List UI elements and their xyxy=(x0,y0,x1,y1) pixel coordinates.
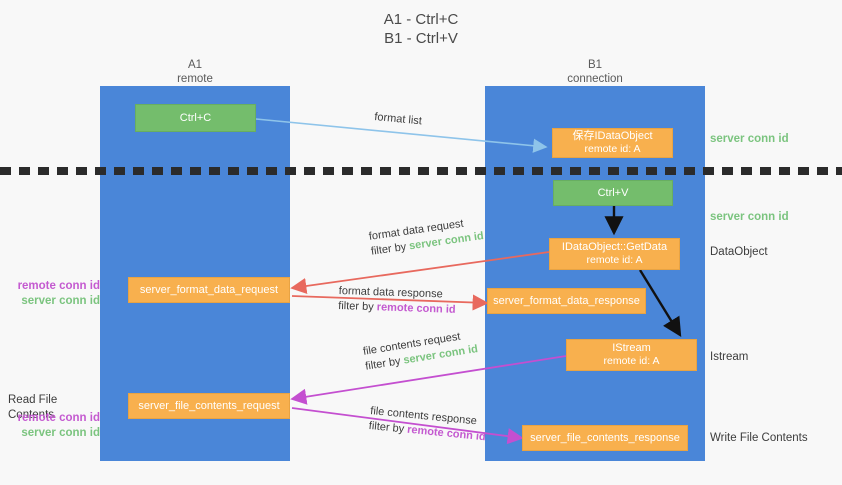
label-read-file-contents: Read File Contents xyxy=(8,394,58,421)
lane-a1-name: A1 xyxy=(187,59,203,71)
page-title: A1 - Ctrl+C B1 - Ctrl+V xyxy=(0,10,842,48)
box-file-contents-request-label: server_file_contents_request xyxy=(138,399,280,412)
box-ctrl-c-label: Ctrl+C xyxy=(179,111,212,124)
annotation-fdres-prefix: filter by xyxy=(338,299,377,314)
lane-a1-sub: remote xyxy=(177,73,213,85)
arrow-format-data-response xyxy=(291,294,489,311)
box-idataobject-top-l2: remote id: A xyxy=(584,143,641,155)
box-idataobject-getdata[interactable]: IDataObject::GetData remote id: A xyxy=(549,238,680,270)
box-ctrl-c[interactable]: Ctrl+C xyxy=(135,104,256,132)
lane-header-a1: A1 remote xyxy=(100,58,290,86)
box-server-file-contents-response[interactable]: server_file_contents_response xyxy=(522,425,688,451)
label-server-conn-id-top: server conn id xyxy=(710,133,789,145)
lane-header-b1: B1 connection xyxy=(485,58,705,86)
box-format-data-response-label: server_format_data_response xyxy=(493,294,640,307)
annotation-fcres-prefix: filter by xyxy=(368,419,408,436)
lane-b1-sub: connection xyxy=(567,73,623,85)
box-istream-l2: remote id: A xyxy=(603,355,660,367)
box-getdata-l2: remote id: A xyxy=(586,254,643,266)
annotation-fdreq-prefix: filter by xyxy=(370,240,411,258)
label-server-conn-id-upper: server conn id xyxy=(21,295,100,307)
label-remote-conn-id-upper: remote conn id xyxy=(17,280,100,292)
lane-b1-name: B1 xyxy=(587,59,603,71)
arrow-format-data-request xyxy=(290,251,550,295)
label-remote-conn-id-lower: remote conn id xyxy=(17,412,100,424)
phase-divider xyxy=(0,167,842,177)
annotation-fdres-token: remote conn id xyxy=(376,301,456,316)
left-label-group-upper: remote conn id server conn id xyxy=(8,279,100,309)
label-istream: Istream xyxy=(710,351,749,363)
box-server-format-data-request[interactable]: server_format_data_request xyxy=(128,277,290,303)
box-istream[interactable]: IStream remote id: A xyxy=(566,339,697,371)
box-getdata-l1: IDataObject::GetData xyxy=(561,241,668,253)
arrow-file-contents-request xyxy=(290,355,567,405)
annotation-format-data-response: format data response filter by remote co… xyxy=(338,284,456,318)
box-file-contents-response-label: server_file_contents_response xyxy=(530,431,680,444)
label-write-file-contents: Write File Contents xyxy=(710,432,808,444)
label-dataobject: DataObject xyxy=(710,246,768,258)
title-line-1: A1 - Ctrl+C xyxy=(383,11,459,28)
box-istream-l1: IStream xyxy=(612,342,651,354)
left-label-group-lower: remote conn id server conn id xyxy=(8,411,100,441)
box-ctrl-v-label: Ctrl+V xyxy=(597,186,629,199)
label-server-conn-id-mid: server conn id xyxy=(710,211,789,223)
box-idataobject-top-l1: 保存IDataObject xyxy=(572,130,653,142)
box-format-data-request-label: server_format_data_request xyxy=(139,283,279,296)
label-server-conn-id-lower: server conn id xyxy=(21,427,100,439)
title-line-2: B1 - Ctrl+V xyxy=(384,30,458,47)
arrow-getdata-to-istream xyxy=(638,269,682,338)
box-ctrl-v[interactable]: Ctrl+V xyxy=(553,180,673,206)
box-server-format-data-response[interactable]: server_format_data_response xyxy=(487,288,646,314)
arrow-format-list xyxy=(255,118,548,153)
arrow-file-contents-response xyxy=(291,407,524,445)
box-idataobject-top[interactable]: 保存IDataObject remote id: A xyxy=(552,128,673,158)
box-server-file-contents-request[interactable]: server_file_contents_request xyxy=(128,393,290,419)
